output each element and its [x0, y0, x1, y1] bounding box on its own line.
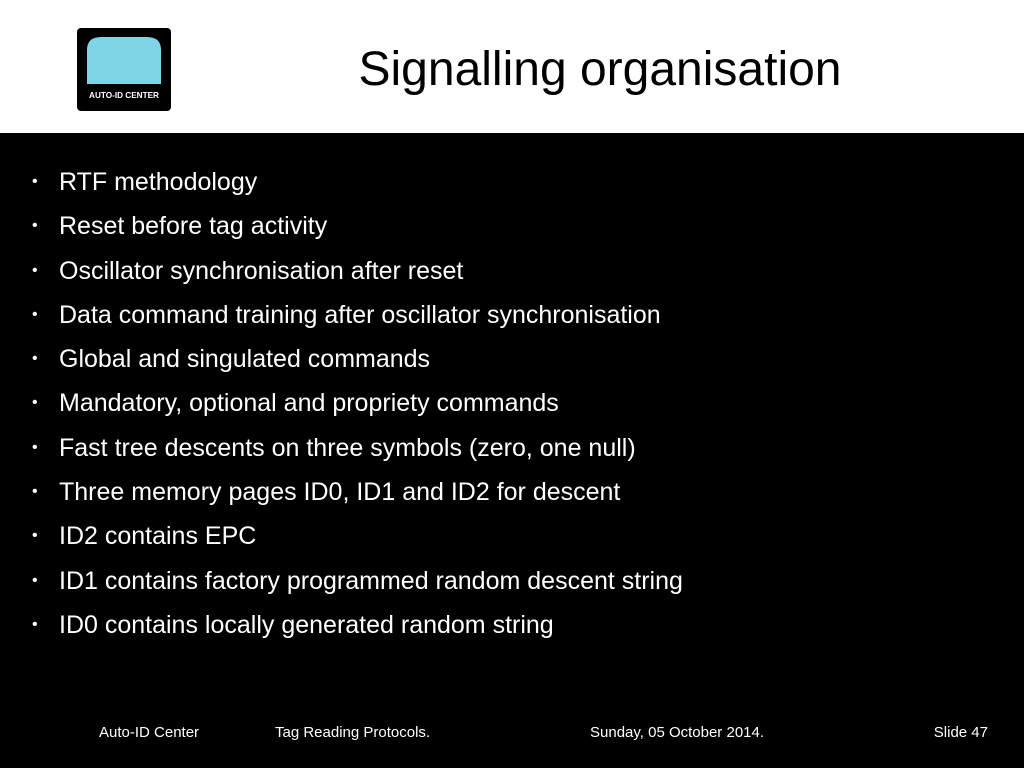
bullet-dot-icon: •: [32, 571, 38, 589]
bullet-dot-icon: •: [32, 350, 38, 368]
bullet-text: ID0 contains locally generated random st…: [59, 610, 554, 639]
bullet-dot-icon: •: [32, 261, 38, 279]
bullet-item: • ID2 contains EPC: [30, 514, 990, 558]
bullet-text: Reset before tag activity: [59, 212, 328, 241]
bullet-item: • RTF methodology: [30, 160, 990, 204]
bullet-text: Fast tree descents on three symbols (zer…: [59, 433, 636, 462]
bullet-dot-icon: •: [32, 394, 38, 412]
logo-text: AUTO-ID CENTER: [89, 91, 159, 100]
bullet-list: • RTF methodology • Reset before tag activi…: [30, 160, 990, 647]
logo-graphic: AUTO-ID CENTER: [77, 28, 171, 111]
slide-title: Signalling organisation: [358, 43, 842, 96]
bullet-item: • Global and singulated commands: [30, 337, 990, 381]
bullet-item: • Mandatory, optional and propriety comma…: [30, 381, 990, 425]
footer-date: Sunday, 05 October 2014.: [590, 724, 765, 741]
bullet-dot-icon: •: [32, 615, 38, 633]
bullet-item: • Three memory pages ID0, ID1 and ID2 for…: [30, 470, 990, 514]
slide-footer: Auto-ID Center Tag Reading Protocols. Su…: [0, 722, 1024, 744]
bullet-text: RTF methodology: [59, 168, 258, 196]
footer-topic: Tag Reading Protocols.: [275, 724, 431, 741]
slide-header: AUTO-ID CENTER Signalling organisation: [0, 0, 1024, 133]
bullet-text: Mandatory, optional and propriety comman…: [59, 389, 559, 418]
bullet-item: • Fast tree descents on three symbols (ze…: [30, 426, 990, 470]
footer-slide-number: Slide 47: [933, 724, 988, 741]
bullet-dot-icon: •: [32, 527, 38, 545]
bullet-item: • Data command training after oscillator …: [30, 293, 990, 337]
bullet-item: • ID0 contains locally generated random s…: [30, 603, 990, 647]
bullet-text: Data command training after oscillator s…: [59, 300, 661, 329]
bullet-item: • Oscillator synchronisation after reset: [30, 249, 990, 293]
bullet-dot-icon: •: [32, 173, 38, 190]
bullet-text: Global and singulated commands: [59, 345, 431, 374]
bullet-text: ID1 contains factory programmed random d…: [59, 566, 683, 595]
auto-id-center-logo: AUTO-ID CENTER: [77, 28, 171, 111]
footer-organisation: Auto-ID Center: [99, 724, 200, 741]
bullet-dot-icon: •: [32, 217, 38, 235]
bullet-dot-icon: •: [32, 305, 38, 323]
bullet-dot-icon: •: [32, 483, 38, 501]
bullet-dot-icon: •: [32, 438, 38, 456]
bullet-item: • ID1 contains factory programmed random …: [30, 559, 990, 603]
bullet-item: • Reset before tag activity: [30, 204, 990, 248]
bullet-text: Three memory pages ID0, ID1 and ID2 for …: [59, 478, 621, 507]
bullet-text: Oscillator synchronisation after reset: [59, 256, 464, 285]
bullet-text: ID2 contains EPC: [59, 522, 257, 551]
